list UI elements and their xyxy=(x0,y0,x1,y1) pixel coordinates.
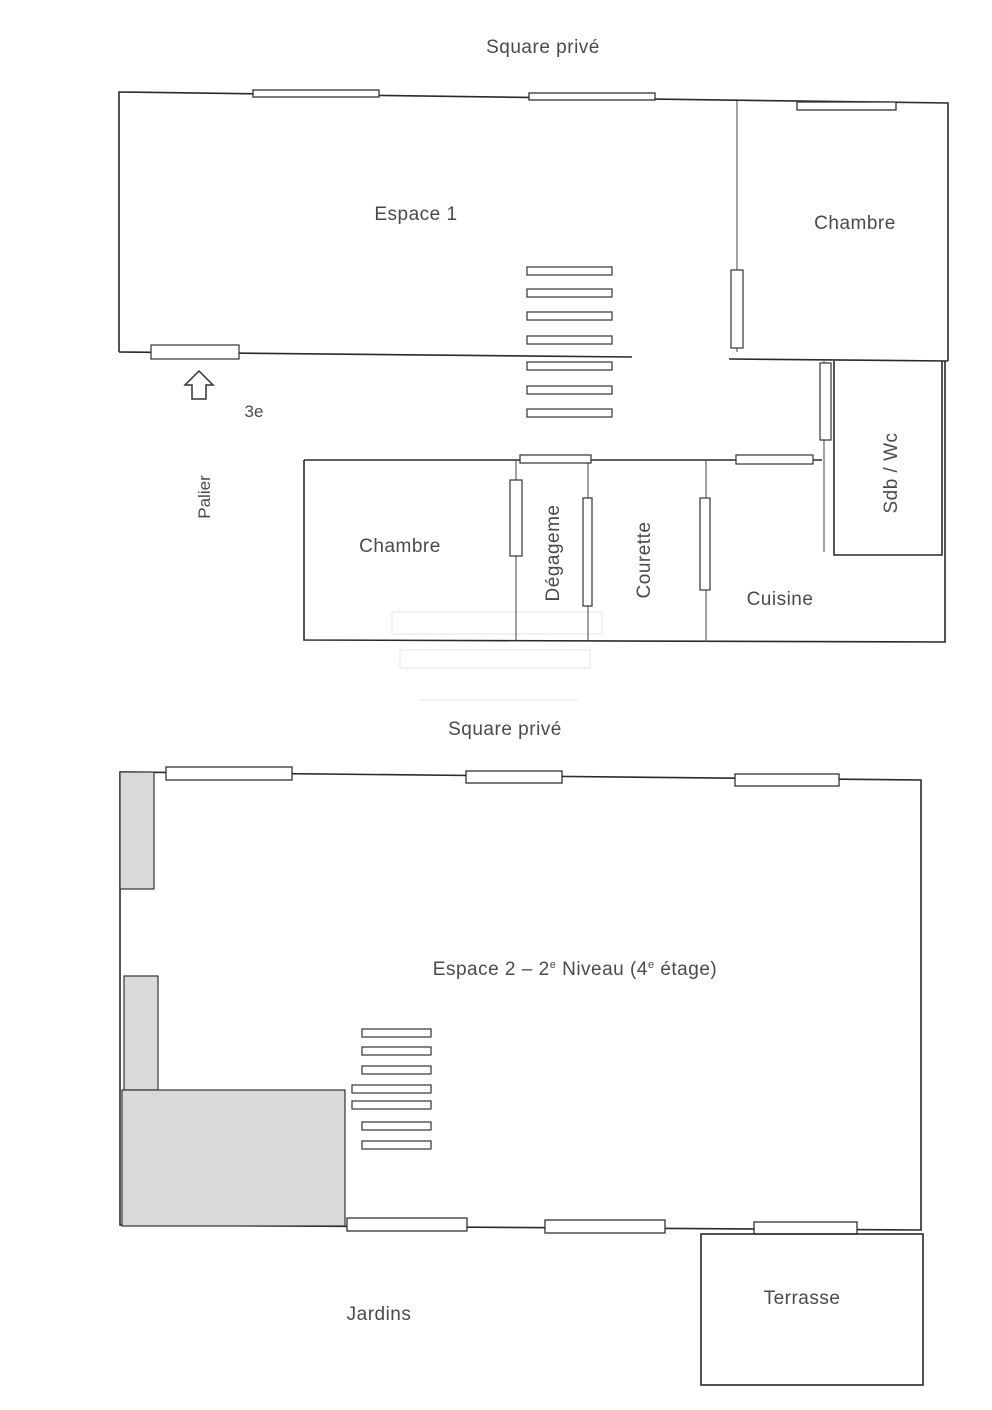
chambre-left-label: Chambre xyxy=(359,536,441,557)
watermark xyxy=(391,611,603,701)
courette-door xyxy=(582,497,593,607)
window xyxy=(753,1221,858,1235)
window xyxy=(465,770,563,784)
sdb-door xyxy=(819,362,832,441)
square-prive-middle-label: Square privé xyxy=(448,719,562,740)
sdb-wc-label: Sdb / Wc xyxy=(881,432,902,513)
square-prive-top-label: Square privé xyxy=(486,37,600,58)
cuisine-door xyxy=(699,497,711,591)
cupboard-top-left xyxy=(119,771,155,890)
cuisine-top-door xyxy=(735,454,814,465)
level-3e-label: 3e xyxy=(245,402,264,421)
cupboard-middle-left xyxy=(123,975,159,1091)
palier-label: Palier xyxy=(195,475,214,519)
window xyxy=(734,773,840,787)
chambre-door xyxy=(730,269,744,349)
jardins-label: Jardins xyxy=(347,1304,412,1325)
lower-rooms-walls xyxy=(303,361,946,643)
sdb-wc-walls xyxy=(833,361,943,556)
staircase-upper xyxy=(526,266,613,418)
degagement-label: Dégageme xyxy=(543,505,564,602)
espace-2-label: Espace 2 – 2e Niveau (4e étage) xyxy=(433,959,717,980)
chambre-bottom-wall xyxy=(728,358,949,362)
terrasse-walls xyxy=(700,1233,924,1386)
window xyxy=(528,92,656,101)
staircase-lower xyxy=(351,1028,432,1150)
terrasse-label: Terrasse xyxy=(764,1288,841,1309)
entrance-door xyxy=(150,344,240,360)
void-block xyxy=(121,1089,346,1227)
entrance-arrow-icon xyxy=(183,369,215,400)
cuisine-label: Cuisine xyxy=(747,589,814,610)
window xyxy=(346,1217,468,1232)
window xyxy=(165,766,293,781)
courette-label: Courette xyxy=(634,522,655,599)
espace-1-label: Espace 1 xyxy=(374,204,457,225)
chambre-top-label: Chambre xyxy=(814,213,896,234)
chambre-left-door xyxy=(509,479,523,557)
espace-2-walls xyxy=(119,771,922,1231)
window xyxy=(252,89,380,98)
window xyxy=(796,101,897,111)
upper-floor-plan: Square privé Espace 1 Chambre 3e Palier xyxy=(118,37,949,643)
window xyxy=(544,1219,666,1234)
top-door xyxy=(519,454,592,464)
lower-floor-plan: Square privé Espace 2 – 2e Niveau (4e ét… xyxy=(119,719,924,1386)
